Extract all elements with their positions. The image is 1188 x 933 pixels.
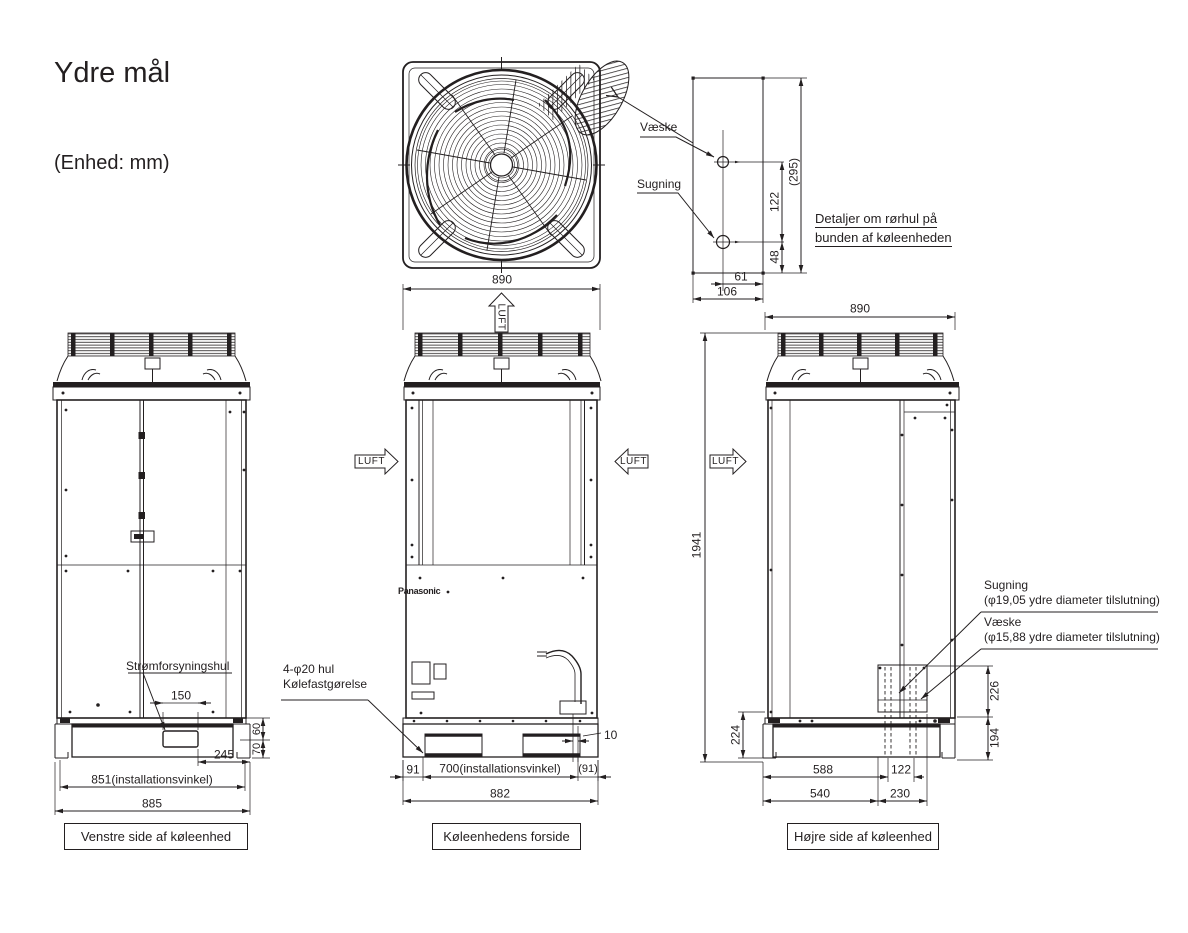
brand-logo: Panasonic (398, 586, 441, 596)
bolt-hole-label-line2: Kølefastgørelse (283, 677, 368, 691)
right-view-caption: Højre side af køleenhed (787, 823, 939, 850)
dim-70: 70 (250, 742, 263, 756)
dim-91-left: 91 (406, 762, 420, 777)
detail-caption-line2: bunden af køleenheden (815, 230, 952, 247)
detail-sugning-label: Sugning (637, 177, 682, 191)
dim-885: 885 (141, 796, 163, 811)
dim-10: 10 (604, 728, 618, 742)
dim-851: 851(installationsvinkel) (91, 772, 213, 787)
luft-up-label: LUFT (495, 303, 507, 331)
right-side-view (700, 312, 1158, 806)
luft-right-view-label: LUFT (712, 456, 739, 467)
dim-91-right: (91) (578, 762, 598, 775)
dim-890-right: 890 (849, 301, 871, 316)
fan-top-view (398, 57, 694, 273)
page-title: Ydre mål (54, 57, 171, 89)
dim-61: 61 (734, 269, 748, 284)
dim-106: 106 (716, 284, 738, 299)
dim-122: 122 (890, 762, 912, 777)
detail-caption-line1: Detaljer om rørhul på (815, 211, 938, 228)
luft-left-arrow (354, 447, 399, 476)
dim-194: 194 (987, 727, 1002, 749)
dim-1941: 1941 (689, 531, 704, 559)
front-view (281, 284, 649, 805)
vaeske-spec: (φ15,88 ydre diameter tilslutning) (984, 630, 1160, 644)
dim-890-top: 890 (491, 272, 513, 287)
power-supply-hole (162, 730, 199, 748)
luft-right-arrow (614, 447, 649, 476)
dim-245: 245 (213, 747, 235, 762)
dim-540: 540 (809, 786, 831, 801)
dim-122-detail: 122 (767, 191, 782, 213)
dim-150: 150 (170, 688, 192, 703)
detail-pointer-arrow (618, 97, 694, 144)
dim-882: 882 (489, 786, 511, 801)
dim-226: 226 (987, 680, 1002, 702)
luft-arrow (709, 447, 747, 476)
pipe-connection-box (877, 664, 928, 713)
dim-230: 230 (889, 786, 911, 801)
luft-up-arrow (487, 292, 516, 333)
dim-588: 588 (812, 762, 834, 777)
dim-48: 48 (767, 250, 782, 264)
sugning-spec: (φ19,05 ydre diameter tilslutning) (984, 593, 1160, 607)
luft-left-label: LUFT (358, 456, 385, 467)
dim-295: (295) (786, 157, 801, 187)
front-view-caption: Køleenhedens forside (432, 823, 581, 850)
luft-right-label: LUFT (620, 456, 647, 467)
sugning-label: Sugning (984, 578, 1029, 592)
dim-224: 224 (728, 724, 743, 746)
pipe-hole-hatch (537, 63, 595, 121)
left-side-view (52, 332, 270, 815)
power-hole-label: Strømforsyningshul (126, 659, 230, 673)
unit-note: (Enhed: mm) (54, 152, 170, 174)
pipe-hole-detail (637, 76, 807, 303)
detail-vaeske-label: Væske (640, 120, 678, 134)
left-view-caption: Venstre side af køleenhed (64, 823, 248, 850)
bolt-hole-label-line1: 4-φ20 hul (283, 662, 335, 676)
dim-60: 60 (250, 722, 263, 736)
vaeske-label: Væske (984, 615, 1022, 629)
dim-700: 700(installationsvinkel) (439, 761, 561, 776)
